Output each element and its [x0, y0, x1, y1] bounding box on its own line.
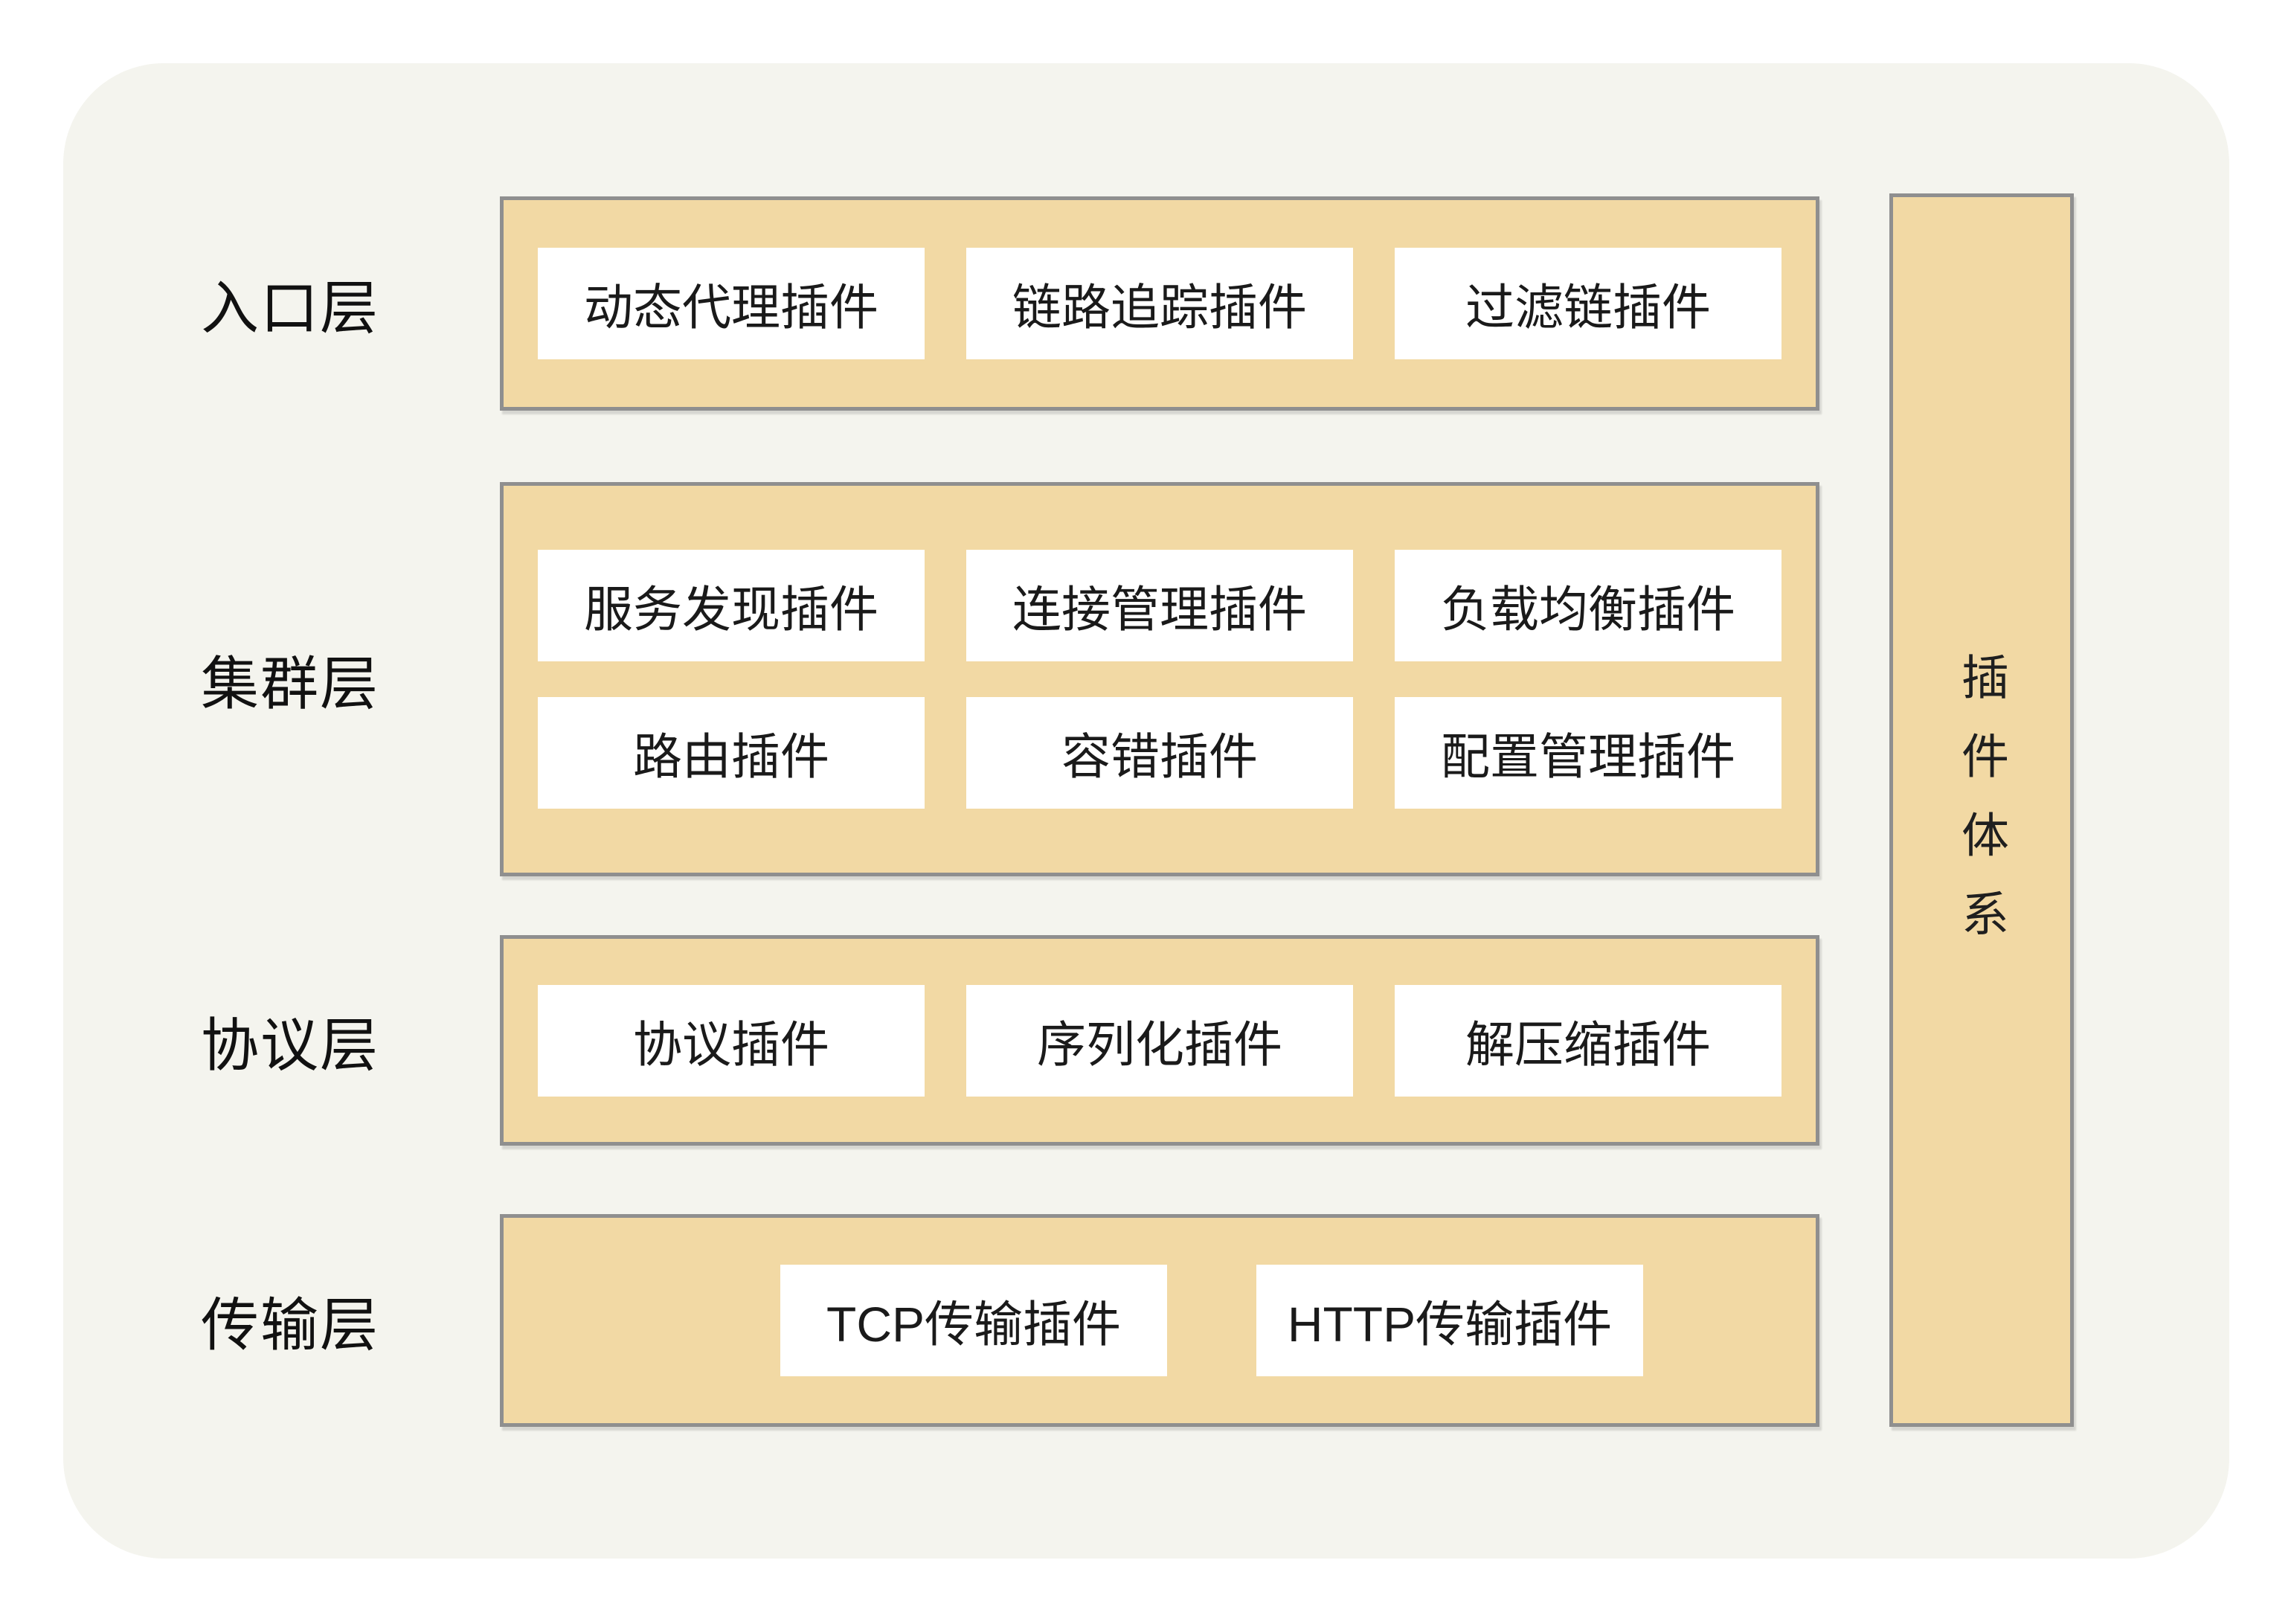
layer-label-entry: 入口层	[201, 275, 380, 341]
band-row: 路由插件 容错插件 配置管理插件	[504, 697, 1816, 809]
plugin-box-service-discovery: 服务发现插件	[538, 550, 925, 661]
band-row: 动态代理插件 链路追踪插件 过滤链插件	[504, 248, 1816, 359]
plugin-box-protocol: 协议插件	[538, 984, 925, 1097]
layer-band-cluster: 服务发现插件 连接管理插件 负载均衡插件 路由插件 容错插件 配置管理插件	[500, 482, 1819, 876]
layer-band-transport: TCP传输插件 HTTP传输插件	[500, 1214, 1819, 1427]
plugin-box-connection-management: 连接管理插件	[966, 550, 1353, 661]
layer-label-transport: 传输层	[201, 1292, 380, 1358]
band-row: 服务发现插件 连接管理插件 负载均衡插件	[504, 550, 1816, 661]
band-row: 协议插件 序列化插件 解压缩插件	[504, 984, 1816, 1097]
layer-band-protocol: 协议插件 序列化插件 解压缩插件	[500, 935, 1819, 1146]
layer-label-cluster: 集群层	[201, 651, 380, 716]
diagram-card: 入口层 集群层 协议层 传输层 动态代理插件 链路追踪插件 过滤链插件 服务发现…	[63, 63, 2229, 1559]
plugin-box-decompression: 解压缩插件	[1395, 984, 1781, 1097]
plugin-box-serialization: 序列化插件	[966, 984, 1353, 1097]
plugin-box-filter-chain: 过滤链插件	[1395, 248, 1781, 359]
plugin-box-fault-tolerance: 容错插件	[966, 697, 1353, 809]
band-row: TCP传输插件 HTTP传输插件	[504, 1265, 1816, 1376]
plugin-box-tcp-transport: TCP传输插件	[780, 1265, 1167, 1376]
plugin-box-http-transport: HTTP传输插件	[1256, 1265, 1643, 1376]
plugin-box-dynamic-proxy: 动态代理插件	[538, 248, 925, 359]
plugin-box-link-tracing: 链路追踪插件	[966, 248, 1353, 359]
layer-label-protocol: 协议层	[201, 1012, 380, 1078]
plugin-box-config-management: 配置管理插件	[1395, 697, 1781, 809]
plugin-box-routing: 路由插件	[538, 697, 925, 809]
plugin-system-sidebar: 插件体系	[1889, 193, 2074, 1427]
layer-band-entry: 动态代理插件 链路追踪插件 过滤链插件	[500, 196, 1819, 411]
plugin-system-label: 插件体系	[1955, 652, 2008, 968]
plugin-box-load-balancing: 负载均衡插件	[1395, 550, 1781, 661]
